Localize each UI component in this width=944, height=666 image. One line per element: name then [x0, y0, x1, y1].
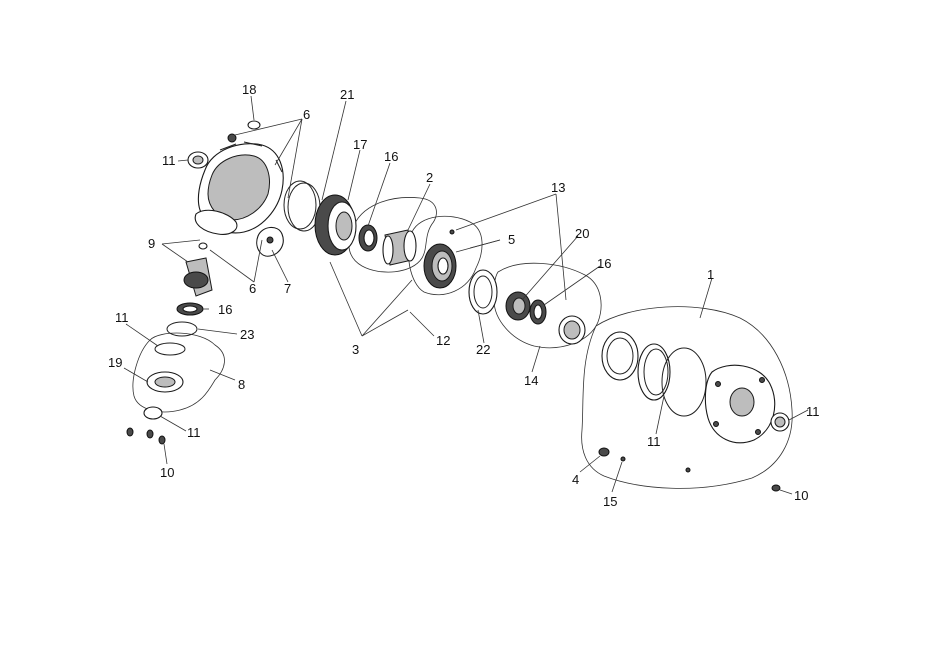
seal-ring-11-large	[601, 331, 639, 381]
leader-lines	[123, 95, 809, 495]
oring-11-xl	[661, 347, 707, 417]
label-10-right: 10	[794, 488, 808, 503]
dot-center	[685, 467, 691, 473]
bolt-10-right	[771, 484, 781, 492]
kit-outline-1	[581, 306, 793, 489]
main-housing	[194, 120, 284, 235]
label-6-top: 6	[303, 107, 310, 122]
label-12: 12	[436, 333, 450, 348]
label-13: 13	[551, 180, 565, 195]
label-11-large: 11	[647, 434, 661, 449]
part-labels: 18 6 21 17 16 2 13 11 9 6 7 5 20 16 1 16…	[108, 82, 820, 509]
pinion-shaft-9	[183, 242, 213, 297]
label-22: 22	[476, 342, 490, 357]
kit-outline-5	[408, 215, 483, 296]
label-16-mid: 16	[597, 256, 611, 271]
seal-11-bottom	[143, 406, 163, 420]
label-9: 9	[148, 236, 155, 251]
label-10-left: 10	[160, 465, 174, 480]
label-14: 14	[524, 373, 538, 388]
plate-22	[468, 269, 498, 315]
cap-19	[146, 371, 184, 393]
label-16-top: 16	[384, 149, 398, 164]
label-17: 17	[353, 137, 367, 152]
seal-11-top	[187, 151, 209, 169]
label-1: 1	[707, 267, 714, 282]
cam-7	[256, 226, 284, 257]
label-5: 5	[508, 232, 515, 247]
roller-cage-5	[423, 229, 457, 289]
oring-11-lower	[154, 342, 186, 356]
label-18: 18	[242, 82, 256, 97]
label-2: 2	[426, 170, 433, 185]
kit-outline-2	[348, 197, 437, 273]
label-11-bottom: 11	[187, 425, 201, 440]
label-23: 23	[240, 327, 254, 342]
seal-11-right	[770, 412, 790, 432]
kit-outline-8	[132, 332, 225, 413]
pin-15	[620, 456, 626, 462]
bearing-16-mid	[529, 299, 547, 325]
label-8: 8	[238, 377, 245, 392]
sleeve-2	[382, 229, 417, 266]
label-4: 4	[572, 472, 579, 487]
label-16-low: 16	[218, 302, 232, 317]
label-15: 15	[603, 494, 617, 509]
bearing-16-low	[176, 302, 204, 316]
gear-17	[314, 194, 357, 256]
gear-20	[505, 291, 531, 321]
label-6-low: 6	[249, 281, 256, 296]
label-11-top: 11	[162, 153, 176, 168]
ring-23	[166, 321, 198, 337]
oring-11-large	[637, 343, 671, 401]
bearing-16-top	[358, 224, 378, 252]
label-19: 19	[108, 355, 122, 370]
label-3: 3	[352, 342, 359, 357]
label-11-mid: 11	[115, 310, 129, 325]
plug-4	[598, 447, 610, 457]
cup-14	[558, 315, 586, 345]
label-7: 7	[284, 281, 291, 296]
label-11-right: 11	[806, 404, 820, 419]
cover-1	[704, 364, 776, 444]
bolts-10-left	[126, 427, 166, 445]
label-21: 21	[340, 87, 354, 102]
label-20: 20	[575, 226, 589, 241]
